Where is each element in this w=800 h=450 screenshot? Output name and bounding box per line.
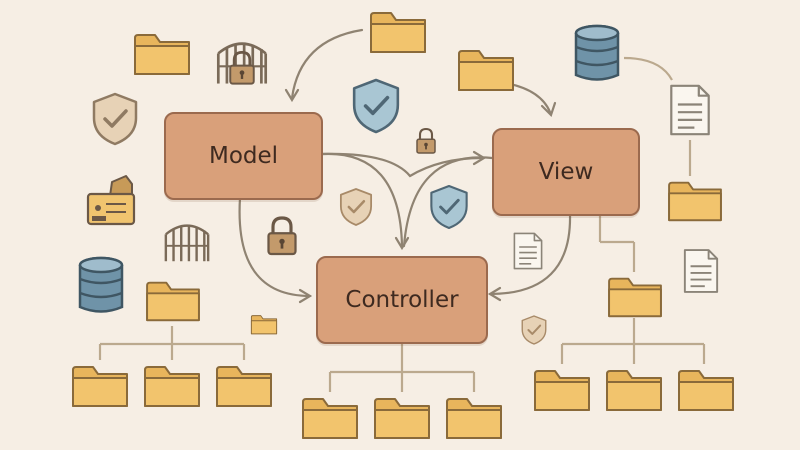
cash-register-icon: [86, 175, 136, 226]
folder-icon: [144, 366, 200, 407]
folder-icon: [216, 366, 272, 407]
document-icon: [670, 84, 710, 136]
arrow-top-folder-to-model: [290, 28, 364, 100]
folder-icon: [678, 370, 734, 411]
arrow-model-to-view: [320, 152, 484, 178]
flow-arrows: [238, 28, 572, 304]
tree-connectors: [98, 56, 706, 392]
shield-check-icon: [352, 78, 400, 134]
folder-icon: [134, 34, 190, 75]
folder-icon: [72, 366, 128, 407]
folder-icon: [446, 398, 502, 439]
view-node: View: [492, 128, 640, 216]
arrow-view-down-to-controller: [488, 212, 572, 296]
folder-icon: [370, 12, 426, 53]
gate-icon: [164, 224, 210, 263]
controller-node: Controller: [316, 256, 488, 344]
padlock-icon: [415, 127, 437, 155]
arrow-view-to-controller-up: [402, 156, 494, 248]
shield-check-icon: [429, 184, 469, 230]
shield-check-icon: [521, 315, 547, 345]
folder-icon: [606, 370, 662, 411]
folder-icon: [374, 398, 430, 439]
shield-check-icon: [339, 187, 373, 227]
database-icon: [574, 24, 620, 81]
arrow-model-to-controller: [320, 152, 404, 248]
controller-label: Controller: [345, 287, 459, 313]
folder-icon: [146, 281, 200, 322]
folder-icon: [458, 50, 514, 91]
arrow-model-down-to-controller: [238, 196, 312, 298]
gated-lock-icon: [216, 42, 268, 86]
padlock-icon: [266, 216, 298, 256]
document-icon: [683, 249, 719, 293]
view-label: View: [538, 159, 594, 185]
model-node: Model: [164, 112, 323, 200]
model-label: Model: [208, 143, 279, 169]
folder-icon: [534, 370, 590, 411]
folder-icon: [250, 315, 278, 335]
folder-icon: [302, 398, 358, 439]
folder-icon: [608, 277, 662, 318]
folder-icon: [668, 181, 722, 222]
document-icon: [513, 232, 543, 270]
shield-check-icon: [92, 92, 138, 146]
database-icon: [78, 256, 124, 313]
